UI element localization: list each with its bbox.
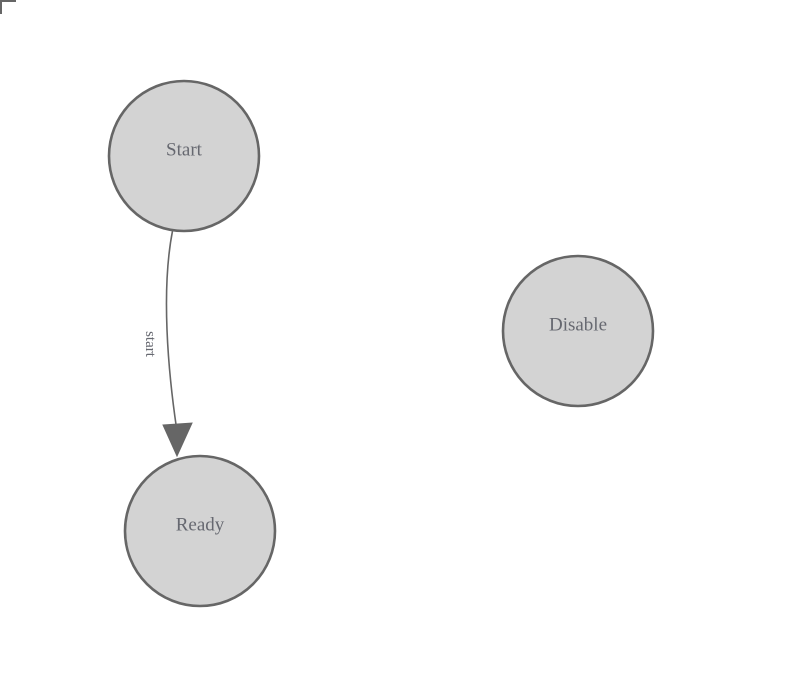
edge-label-start: start	[142, 331, 158, 358]
arrowhead-icon	[162, 422, 193, 458]
node-ready-circle	[123, 454, 277, 608]
node-start-label: Start	[166, 140, 203, 161]
node-disable-circle	[501, 254, 655, 408]
edge-start-to-ready[interactable]: start	[142, 230, 193, 458]
edge-line	[165, 230, 178, 429]
node-ready[interactable]: Ready	[123, 454, 277, 608]
top-left-corner-mark	[0, 0, 16, 14]
node-ready-label: Ready	[176, 515, 225, 536]
node-start-circle	[107, 79, 261, 233]
node-start[interactable]: Start	[107, 79, 261, 233]
node-disable-label: Disable	[549, 315, 607, 336]
node-disable[interactable]: Disable	[501, 254, 655, 408]
